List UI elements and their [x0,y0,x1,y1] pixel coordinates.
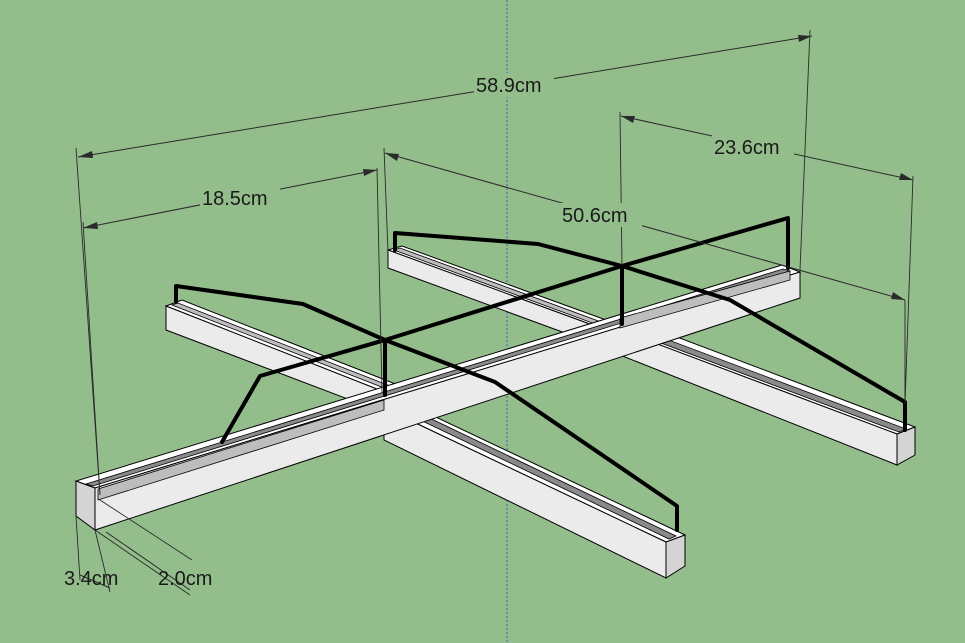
label-inner-length: 50.6cm [562,205,628,227]
wire-back-top [393,231,624,326]
wire-left-top [174,284,387,397]
dim-line-overall [77,35,813,158]
wire-left-diag [220,338,387,444]
label-overall-length: 58.9cm [476,75,542,97]
beam-front-arm [382,400,687,579]
label-left-span: 18.5cm [202,188,268,210]
wire-front [383,338,679,532]
wire-center-link [383,264,624,342]
dimension-annotations: 58.9cm 18.5cm 50.6cm 23.6cm 3.4cm 2.0cm [64,29,914,596]
beam-right-arm [618,322,917,466]
beam-main [74,264,802,531]
dim-line-inner [384,152,906,301]
wire-back-right [620,216,790,270]
wire-right [620,264,907,432]
wire-frames [174,216,907,532]
label-right-span: 23.6cm [714,137,780,159]
label-beam-height: 3.4cm [64,568,118,590]
beam-back-right [386,245,622,349]
label-beam-width: 2.0cm [158,568,212,590]
cross-beam-assembly [74,245,917,579]
